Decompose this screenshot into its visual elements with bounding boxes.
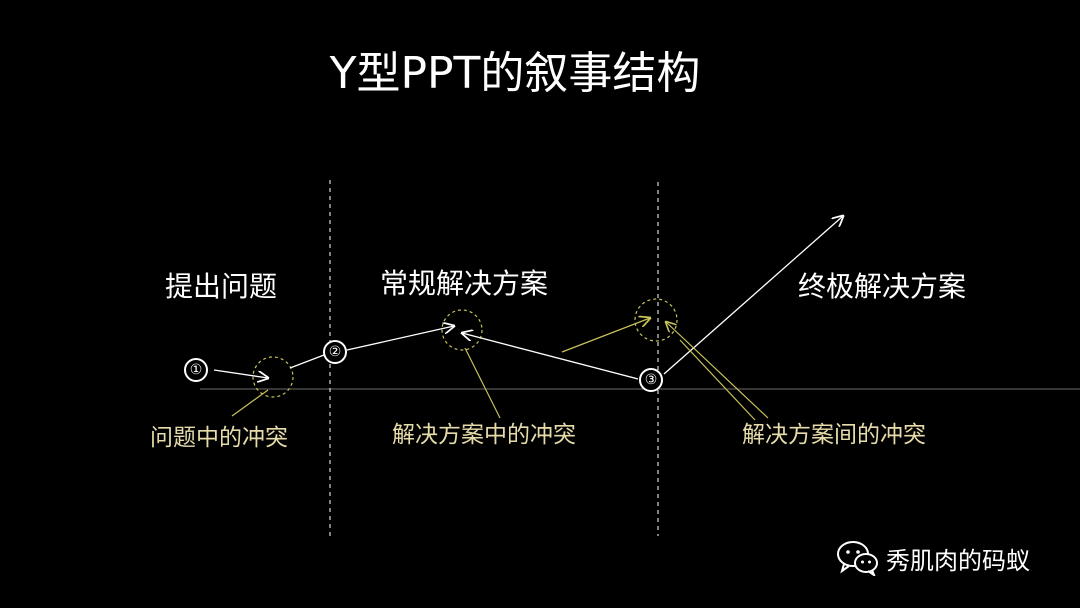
section-label-problem: 提出问题 <box>165 270 278 303</box>
conflict-circle-1 <box>252 356 294 398</box>
watermark: 秀肌肉的码蚁 <box>836 540 1030 576</box>
section-label-conventional: 常规解决方案 <box>380 267 549 300</box>
section-label-ultimate: 终极解决方案 <box>798 270 967 303</box>
branch-arrow <box>561 318 650 353</box>
pointer-conflict-3 <box>666 322 769 419</box>
step-marker-1: ① <box>184 358 208 382</box>
step-marker-3: ③ <box>639 368 663 392</box>
path-arrow-3 <box>462 333 639 380</box>
path-segment-2 <box>289 354 325 369</box>
conflict-circle-3 <box>634 298 678 342</box>
conflict-label-between-solutions: 解决方案间的冲突 <box>742 422 926 448</box>
pointer-conflict-3b <box>679 339 756 421</box>
pointer-conflict-1 <box>231 389 269 417</box>
slide-title: Y型PPT的叙事结构 <box>329 48 701 99</box>
conflict-label-solution: 解决方案中的冲突 <box>392 422 576 448</box>
conflict-label-problem: 问题中的冲突 <box>150 425 288 451</box>
path-arrow-2 <box>346 326 454 351</box>
wechat-icon <box>837 541 878 576</box>
conflict-circle-2 <box>441 309 483 351</box>
watermark-text: 秀肌肉的码蚁 <box>886 546 1030 575</box>
step-marker-2: ② <box>323 340 347 364</box>
pointer-conflict-2 <box>464 347 501 419</box>
path-arrow-1 <box>213 369 268 378</box>
